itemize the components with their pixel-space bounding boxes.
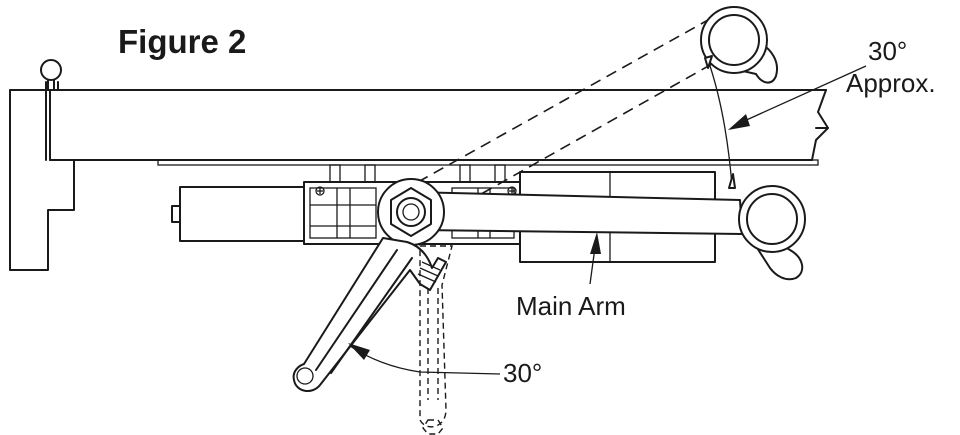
knob-icon (40, 59, 62, 81)
wrench (292, 237, 447, 392)
main-arm-label: Main Arm (516, 291, 626, 321)
top-angle-note-label: Approx. (846, 68, 936, 98)
hydraulic-cylinder (171, 186, 309, 242)
top-angle-value-label: 30° (868, 36, 907, 66)
figure-title: Figure 2 (118, 23, 246, 60)
pivot-nut (377, 178, 445, 246)
left-bracket (9, 59, 75, 271)
arm-raised-position (417, 19, 713, 221)
table-beam (49, 89, 829, 166)
top-angle-arc (704, 55, 736, 189)
raised-arm-handle (700, 6, 778, 84)
wrench-start-position (419, 245, 453, 435)
bottom-angle-arc (348, 343, 501, 375)
bottom-angle-label: 30° (503, 358, 542, 388)
main-arm-leader (589, 232, 601, 285)
top-angle-leader (728, 65, 867, 130)
main-arm (409, 185, 806, 281)
